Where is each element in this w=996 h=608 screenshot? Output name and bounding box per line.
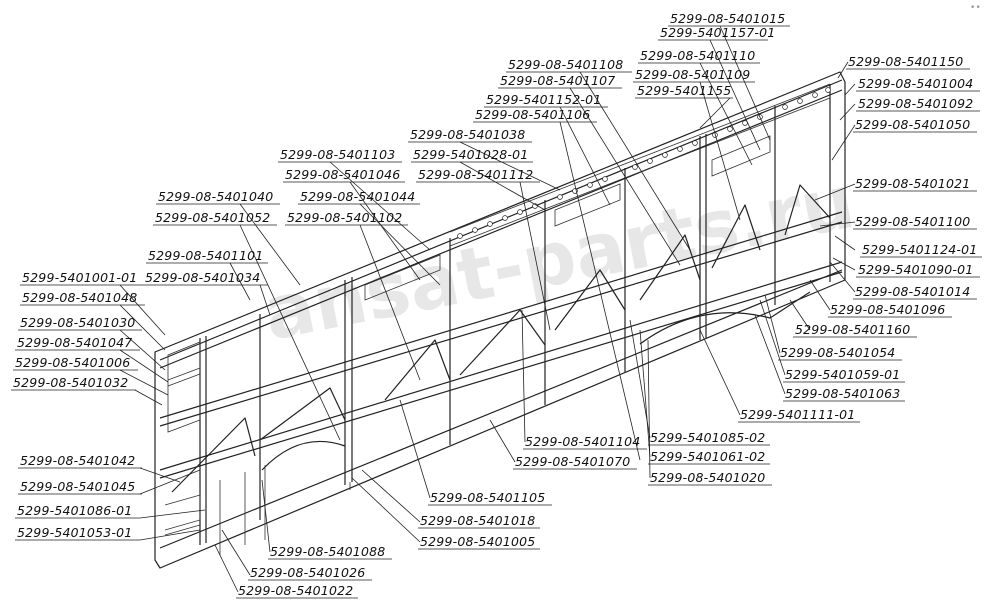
callout-label: 5299-08-5401015 [670, 11, 785, 26]
callout-label: 5299-5401155 [637, 83, 731, 98]
callout-label: 5299-5401124-01 [862, 242, 977, 257]
callout-label: 5299-08-5401042 [20, 453, 135, 468]
callout-label: 5299-5401090-01 [858, 262, 973, 277]
callout-label: 5299-08-5401006 [15, 355, 130, 370]
callout-label: 5299-08-5401109 [635, 67, 750, 82]
perforations [457, 87, 831, 239]
callout-labels: 5299-08-5401015 5299-5401157-01 5299-08-… [11, 11, 982, 599]
callout-label: 5299-08-5401044 [300, 189, 415, 204]
callout-label: 5299-08-5401014 [855, 284, 970, 299]
callout-label: 5299-5401053-01 [17, 525, 132, 540]
callout-label: 5299-08-5401106 [475, 107, 590, 122]
callout-label: 5299-08-5401054 [780, 345, 895, 360]
callout-label: 5299-08-5401088 [270, 544, 385, 559]
callout-label: 5299-08-5401108 [508, 57, 623, 72]
callout-label: 5299-08-5401150 [848, 54, 963, 69]
callout-label: 5299-08-5401102 [287, 210, 402, 225]
callout-label: 5299-08-5401022 [238, 583, 353, 598]
callout-label: 5299-08-5401030 [20, 315, 135, 330]
callout-label: 5299-5401001-01 [22, 270, 137, 285]
corner-mark: •• [970, 3, 981, 13]
callout-label: 5299-08-5401100 [855, 214, 970, 229]
callout-label: 5299-08-5401050 [855, 117, 970, 132]
callout-label: 5299-08-5401005 [420, 534, 535, 549]
callout-label: 5299-08-5401070 [515, 454, 630, 469]
callout-label: 5299-08-5401032 [13, 375, 128, 390]
callout-label: 5299-08-5401018 [420, 513, 535, 528]
callout-label: 5299-08-5401048 [22, 290, 137, 305]
callout-label: 5299-08-5401110 [640, 48, 755, 63]
callout-label: 5299-08-5401021 [855, 176, 970, 191]
callout-label: 5299-08-5401101 [148, 248, 263, 263]
callout-label: 5299-08-5401112 [418, 167, 533, 182]
leader-lines [119, 25, 856, 593]
callout-label: 5299-08-5401092 [858, 96, 973, 111]
callout-label: 5299-5401028-01 [413, 147, 528, 162]
callout-label: 5299-5401086-01 [17, 503, 132, 518]
callout-label: 5299-5401152-01 [486, 92, 601, 107]
callout-label: 5299-5401061-02 [650, 449, 765, 464]
callout-label: 5299-08-5401020 [650, 470, 765, 485]
callout-label: 5299-08-5401107 [500, 73, 615, 88]
callout-label: 5299-08-5401063 [785, 386, 900, 401]
callout-label: 5299-08-5401096 [830, 302, 945, 317]
callout-label: 5299-08-5401103 [280, 147, 395, 162]
callout-label: 5299-08-5401038 [410, 127, 525, 142]
callout-label: 5299-5401111-01 [740, 407, 855, 422]
callout-label: 5299-08-5401040 [158, 189, 273, 204]
callout-label: 5299-08-5401047 [17, 335, 132, 350]
callout-label: 5299-5401157-01 [660, 25, 775, 40]
callout-label: 5299-08-5401045 [20, 479, 135, 494]
callout-label: 5299-5401059-01 [785, 367, 900, 382]
callout-label: 5299-08-5401105 [430, 490, 545, 505]
callout-label: 5299-08-5401004 [858, 76, 973, 91]
callout-label: 5299-08-5401046 [285, 167, 400, 182]
callout-label: 5299-08-5401026 [250, 565, 365, 580]
callout-label: 5299-08-5401052 [155, 210, 270, 225]
callout-label: 5299-5401085-02 [650, 430, 765, 445]
callout-label: 5299-08-5401104 [525, 434, 640, 449]
callout-label: 5299-08-5401160 [795, 322, 910, 337]
callout-label: 5299-08-5401034 [145, 270, 260, 285]
